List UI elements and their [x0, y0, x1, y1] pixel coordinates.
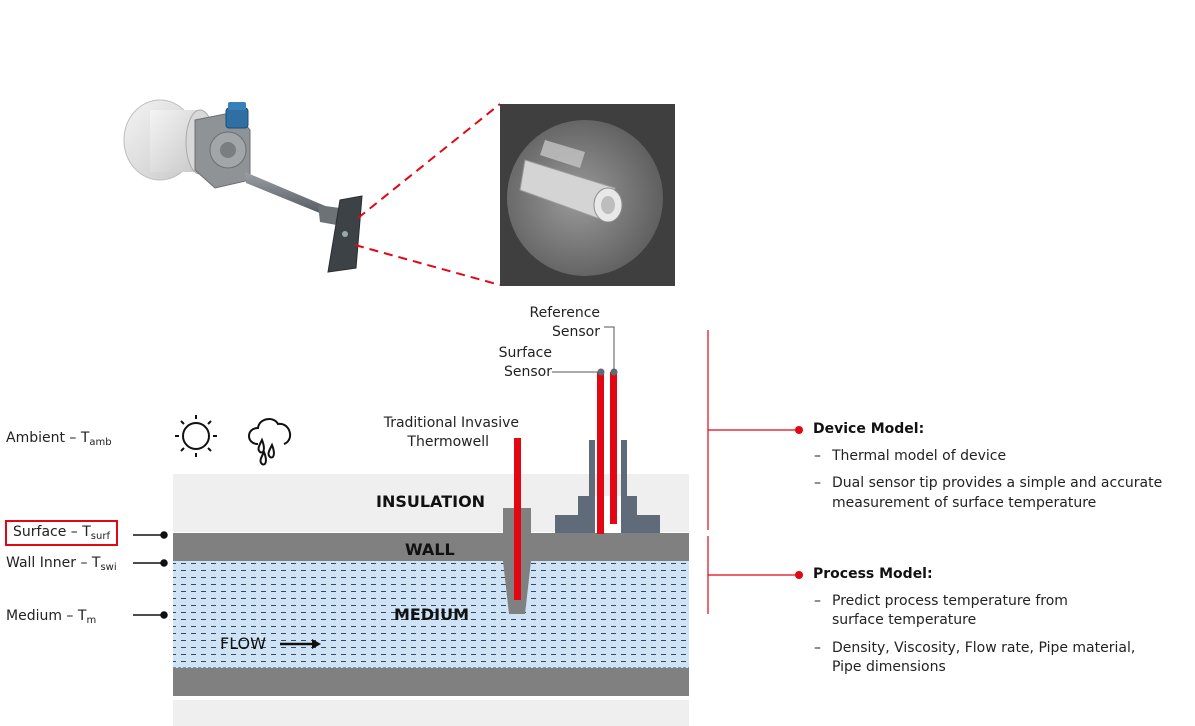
process-model-bullet-1-line-2: surface temperature: [832, 612, 977, 628]
process-model-heading: Process Model:: [813, 566, 933, 582]
process-model-bullet-1-line-1: Predict process temperature from: [832, 593, 1068, 609]
sensor-tip-zoom: [500, 104, 675, 286]
device-model-bullet-2: – Dual sensor tip provides a simple and …: [814, 474, 1189, 514]
wall-inner-sub: swi: [100, 562, 117, 573]
bullet-dash: –: [814, 593, 821, 609]
surface-sensor-label-2: Sensor: [504, 364, 552, 380]
reference-sensor-rod: [610, 372, 617, 524]
surface-sub: surf: [90, 531, 110, 542]
ambient-text: Ambient – T: [6, 430, 90, 446]
sun-icon: [175, 415, 217, 457]
device-model-bullet-2-line-1: Dual sensor tip provides a simple and ac…: [832, 475, 1163, 491]
reference-sensor-label-2: Sensor: [552, 324, 600, 340]
process-model-bullet-2-line-1: Density, Viscosity, Flow rate, Pipe mate…: [832, 640, 1136, 656]
device-photo: [123, 99, 363, 273]
process-model-bullet-1: – Predict process temperature from surfa…: [814, 592, 1184, 632]
wall-inner-label: Wall Inner – Tswi: [6, 554, 117, 577]
thermowell-label-2: Thermowell: [407, 434, 489, 450]
device-model-bullet-1: – Thermal model of device: [814, 447, 1184, 467]
surface-text: Surface – T: [13, 524, 91, 540]
medium-layer: [173, 561, 689, 668]
medium-sub: m: [86, 615, 97, 626]
ambient-sub: amb: [89, 437, 112, 448]
device-model-bullet-1-text: Thermal model of device: [832, 448, 1007, 464]
surface-sensor-rod: [597, 372, 604, 534]
device-model-heading: Device Model:: [813, 421, 925, 437]
thermowell-sensor: [514, 438, 521, 600]
lower-wall: [173, 668, 689, 696]
medium-title: MEDIUM: [394, 605, 469, 624]
lower-insulation: [173, 700, 689, 726]
process-model-bullet-2: – Density, Viscosity, Flow rate, Pipe ma…: [814, 639, 1184, 679]
bullet-dash: –: [814, 448, 821, 464]
bullet-dash: –: [814, 640, 821, 656]
surface-label: Surface – Tsurf: [5, 520, 118, 546]
rain-cloud-icon: [248, 418, 292, 466]
process-model-bullet-2-line-2: Pipe dimensions: [832, 659, 946, 675]
surface-sensor-label-1: Surface: [498, 345, 552, 361]
medium-text: Medium – T: [6, 608, 87, 624]
wall-layer: [173, 533, 689, 561]
device-model-bullet-2-line-2: measurement of surface temperature: [832, 495, 1097, 511]
reference-sensor-label-1: Reference: [529, 305, 601, 321]
bullet-dash: –: [814, 475, 821, 491]
ambient-label: Ambient – Tamb: [6, 429, 112, 452]
wall-inner-text: Wall Inner – T: [6, 555, 101, 571]
insulation-title: INSULATION: [376, 492, 486, 511]
flow-label: FLOW: [220, 634, 266, 653]
medium-label: Medium – Tm: [6, 607, 96, 630]
thermowell-label-1: Traditional Invasive: [383, 415, 519, 431]
wall-title: WALL: [405, 540, 455, 559]
